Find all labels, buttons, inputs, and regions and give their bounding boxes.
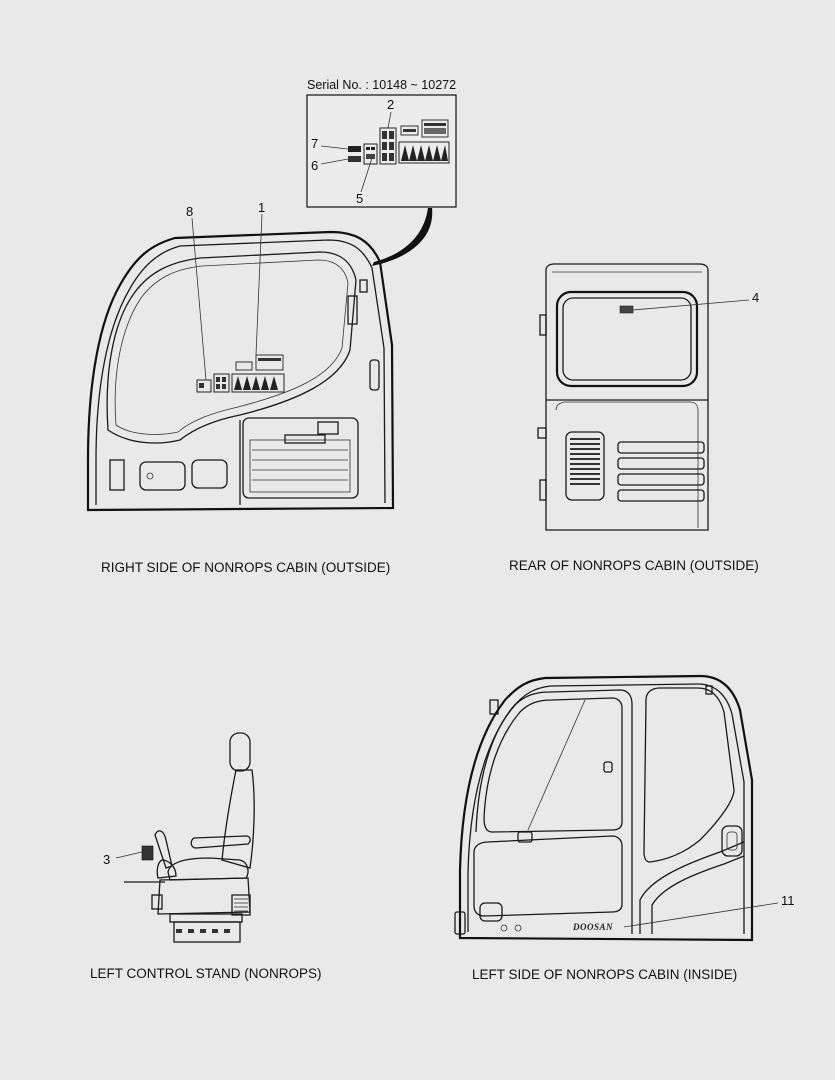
callout-1: 1 bbox=[258, 200, 265, 215]
callout-11: 11 bbox=[781, 893, 795, 908]
callout-2: 2 bbox=[387, 97, 394, 112]
caption-rear: REAR OF NONROPS CABIN (OUTSIDE) bbox=[509, 558, 759, 573]
callout-7: 7 bbox=[311, 136, 318, 151]
callout-4: 4 bbox=[752, 290, 759, 305]
callout-6: 6 bbox=[311, 158, 318, 173]
left-control-stand-drawing: 3 bbox=[103, 732, 255, 943]
rear-cabin-drawing: 4 bbox=[537, 263, 759, 531]
callout-3: 3 bbox=[103, 852, 110, 867]
callout-5: 5 bbox=[356, 191, 363, 206]
caption-right-side: RIGHT SIDE OF NONROPS CABIN (OUTSIDE) bbox=[101, 560, 390, 575]
detail-decals bbox=[348, 119, 450, 165]
callout-8: 8 bbox=[186, 204, 193, 219]
caption-left-stand: LEFT CONTROL STAND (NONROPS) bbox=[90, 966, 322, 981]
caption-left-side: LEFT SIDE OF NONROPS CABIN (INSIDE) bbox=[472, 967, 737, 982]
brand-decal: DOOSAN bbox=[572, 922, 613, 932]
right-side-cabin-drawing: 1 8 bbox=[86, 200, 395, 512]
detail-pointer bbox=[372, 208, 433, 266]
serial-detail-box: Serial No. : 10148 ~ 10272 bbox=[306, 78, 457, 208]
left-side-cabin-drawing: DOOSAN 11 bbox=[454, 674, 795, 942]
serial-number-text: Serial No. : 10148 ~ 10272 bbox=[307, 78, 456, 92]
